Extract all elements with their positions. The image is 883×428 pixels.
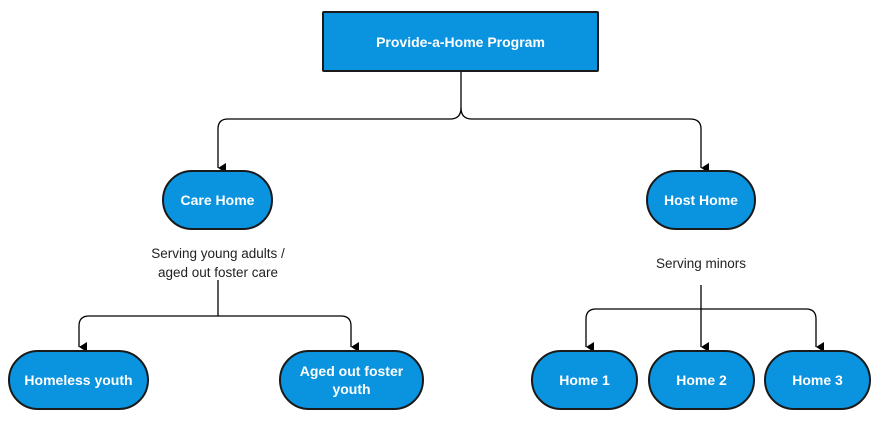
home-3-label: Home 3 [792,372,843,388]
aged-out-foster-youth-label: Aged out foster youth [299,363,404,397]
care-home-caption: Serving young adults / aged out foster c… [118,244,318,282]
connector-care-to-aged-out [218,315,359,352]
connector-host-to-home1 [585,308,701,352]
care-home-label: Care Home [180,192,255,208]
connector-root-trunk [449,71,462,120]
home-1-label: Home 1 [559,372,610,388]
home-2-node: Home 2 [648,350,755,410]
care-home-node: Care Home [162,170,273,230]
connector-care-to-homeless [78,315,218,352]
care-home-caption-line2: aged out foster care [157,265,279,280]
homeless-youth-node: Homeless youth [8,350,149,410]
host-home-label: Host Home [664,192,738,208]
home-1-node: Home 1 [531,350,638,410]
host-home-node: Host Home [646,170,756,230]
home-3-node: Home 3 [764,350,871,410]
homeless-youth-label: Homeless youth [24,372,133,388]
host-home-caption-text: Serving minors [655,256,747,271]
aged-out-foster-youth-node: Aged out foster youth [279,350,424,410]
root-node-label: Provide-a-Home Program [376,33,545,50]
root-node: Provide-a-Home Program [322,11,599,72]
home-2-label: Home 2 [676,372,727,388]
connector-root-to-care-home [217,118,450,173]
connector-host-to-home3 [701,308,824,352]
connector-root-to-host-home [460,107,709,173]
care-home-caption-line1: Serving young adults / [151,246,285,261]
host-home-caption: Serving minors [611,254,791,273]
